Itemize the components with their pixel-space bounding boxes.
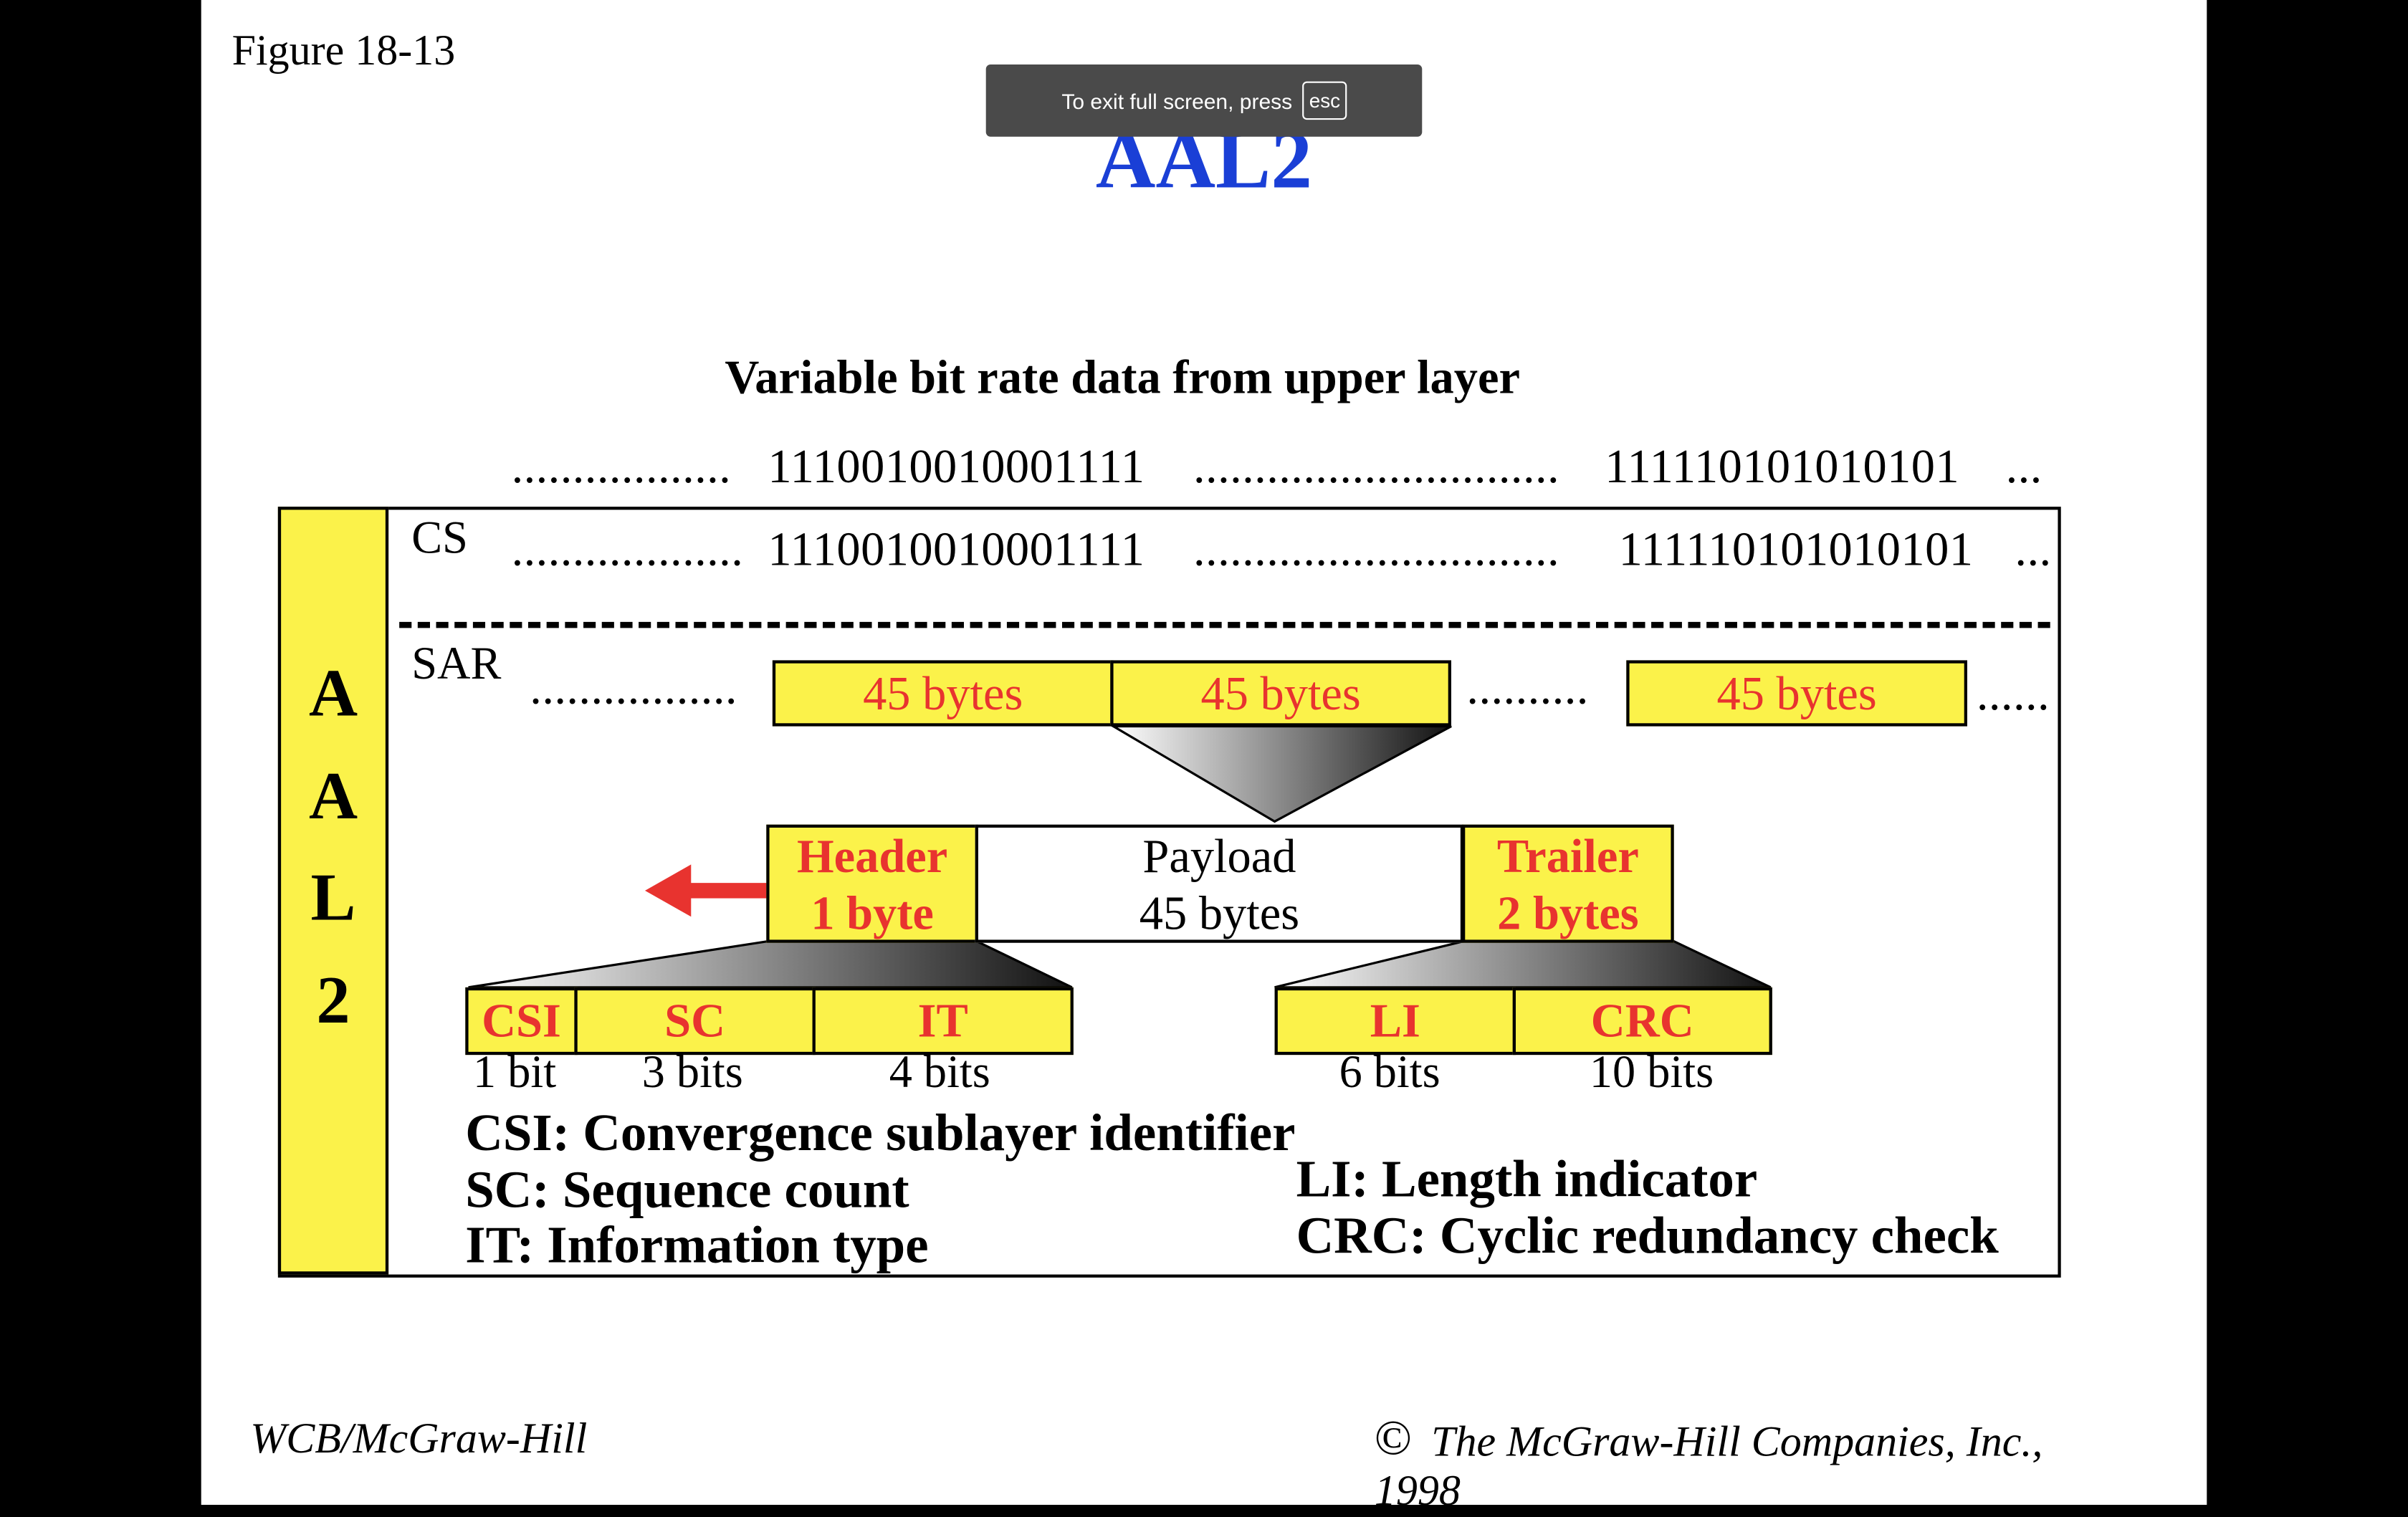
aal2-sidebar (277, 507, 389, 1275)
field-crc: CRC (1512, 987, 1772, 1056)
field-sc: SC (574, 987, 816, 1056)
left-arrow-icon (645, 864, 768, 917)
field-size-csi: 1 bit (473, 1047, 557, 1099)
header-expansion-funnel (468, 939, 1073, 989)
sar-dots-right: ...... (1976, 666, 2050, 720)
cell-header: Header 1 byte (766, 824, 978, 943)
trailer-name: Trailer (1496, 828, 1639, 883)
upper-dots-left: .................. (511, 439, 732, 493)
sidebar-letter: 2 (316, 962, 350, 1038)
legend-crc: CRC: Cyclic redundancy check (1296, 1208, 1999, 1265)
footer-publisher: WCB/McGraw-Hill (250, 1415, 588, 1464)
sar-dots-left: ................. (530, 660, 737, 714)
copyright-symbol: © (1374, 1410, 1412, 1465)
cs-bit-sequence-1: 1110010010001111 (768, 522, 1145, 576)
trailer-size: 2 bytes (1497, 885, 1639, 939)
sar-segment: 45 bytes (1110, 660, 1451, 727)
cell-trailer: Trailer 2 bytes (1461, 824, 1674, 943)
field-size-sc: 3 bits (641, 1047, 743, 1099)
cs-dots-mid: .............................. (1193, 522, 1560, 576)
footer-year: 1998 (1374, 1468, 1461, 1516)
fullscreen-notice-text: To exit full screen, press (1061, 88, 1293, 113)
sidebar-letter: A (308, 656, 358, 731)
field-size-crc: 10 bits (1589, 1047, 1714, 1099)
cs-dots-right: ... (2015, 522, 2052, 576)
sublayer-divider (399, 621, 2050, 628)
legend-sc: SC: Sequence count (465, 1162, 909, 1220)
sidebar-letter: L (310, 860, 356, 935)
legend-it: IT: Information type (465, 1217, 929, 1275)
trailer-expansion-funnel (1274, 939, 1772, 989)
cell-payload: Payload 45 bytes (975, 824, 1464, 943)
cs-dots-left: ................... (511, 522, 744, 576)
figure-label: Figure 18-13 (231, 27, 456, 75)
header-name: Header (796, 828, 948, 883)
upper-bit-sequence-2: 111110101010101 (1605, 439, 1960, 493)
segment-to-cell-funnel (1109, 724, 1452, 823)
sar-dots-mid: .......... (1466, 660, 1589, 714)
header-size: 1 byte (811, 885, 934, 939)
sidebar-letter: A (308, 758, 358, 834)
field-li: LI (1274, 987, 1516, 1056)
field-csi: CSI (465, 987, 578, 1056)
upper-bit-sequence-1: 1110010010001111 (768, 439, 1145, 493)
payload-size: 45 bytes (1139, 885, 1300, 939)
field-size-it: 4 bits (889, 1047, 990, 1099)
cs-bit-sequence-2: 111110101010101 (1618, 522, 1974, 576)
payload-name: Payload (1142, 828, 1296, 883)
legend-csi: CSI: Convergence sublayer identifier (465, 1105, 1296, 1163)
field-size-li: 6 bits (1339, 1047, 1440, 1099)
footer-copyright: The McGraw-Hill Companies, Inc., (1431, 1418, 2043, 1467)
sar-segment: 45 bytes (772, 660, 1114, 727)
cs-label: CS (411, 512, 468, 564)
fullscreen-exit-notice: To exit full screen, press esc (985, 64, 1423, 137)
sar-segment: 45 bytes (1626, 660, 1967, 727)
esc-key-badge: esc (1303, 81, 1347, 120)
upper-dots-mid: .............................. (1193, 439, 1560, 493)
upper-dots-right: ... (2005, 439, 2042, 493)
legend-li: LI: Length indicator (1296, 1152, 1758, 1209)
field-it: IT (812, 987, 1074, 1056)
diagram-heading: Variable bit rate data from upper layer (725, 350, 1520, 404)
sar-label: SAR (411, 638, 502, 690)
